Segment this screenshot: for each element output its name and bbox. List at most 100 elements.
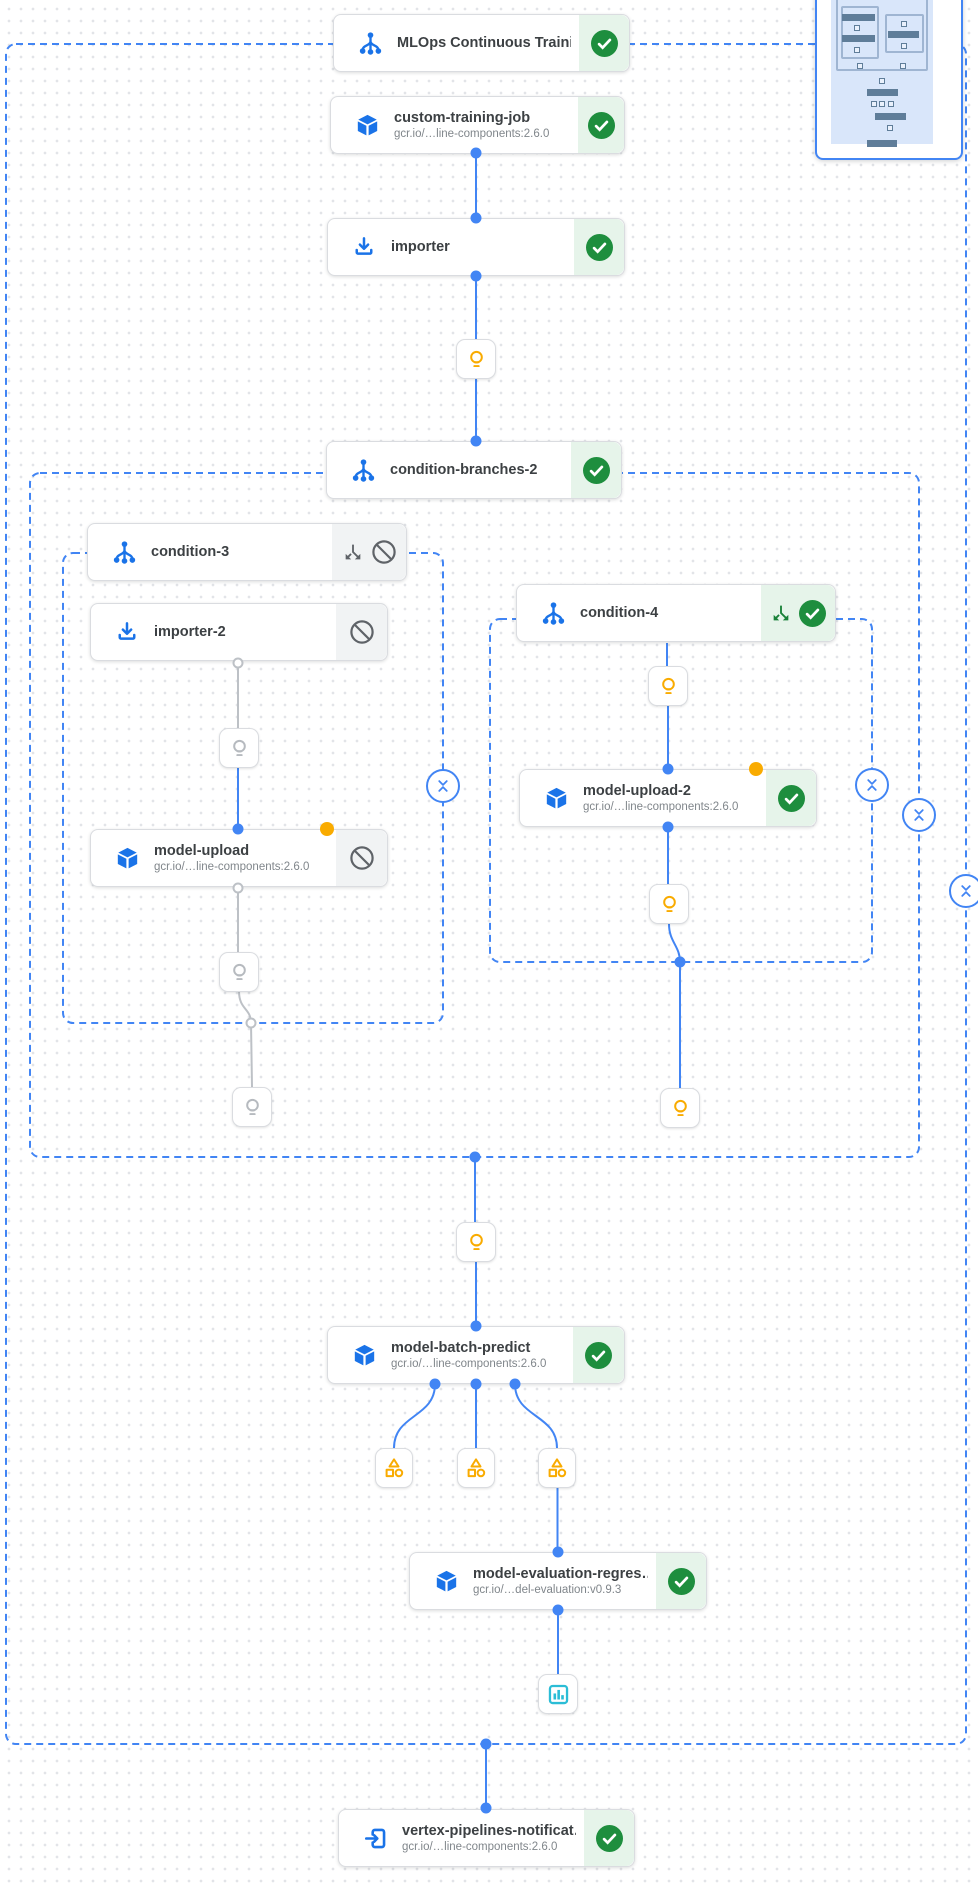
condition-branch-icon — [355, 30, 385, 57]
minimap-artifact — [879, 78, 885, 84]
edge-connector-dot — [662, 763, 674, 775]
minimap-node — [842, 14, 875, 21]
minimap-node — [842, 35, 875, 42]
edge-connector-dot — [480, 1802, 492, 1814]
edge-connector-dot — [552, 1546, 564, 1558]
edge-connector-dot — [552, 1604, 564, 1616]
category-icon — [385, 1458, 404, 1478]
minimap-group — [885, 14, 924, 53]
edge — [514, 1383, 558, 1449]
cube-icon — [431, 1568, 461, 1595]
status-section — [656, 1553, 706, 1609]
artifact-metrics-node[interactable] — [457, 1448, 495, 1488]
edge-connector-dot — [662, 821, 674, 833]
blocked-icon — [349, 620, 374, 644]
edge-connector-dot — [232, 823, 244, 835]
collapse-group-button[interactable] — [855, 768, 889, 802]
check-circle-icon — [777, 784, 805, 812]
node-image: gcr.io/…line-components:2.6.0 — [402, 1841, 558, 1853]
lightbulb-icon — [469, 350, 483, 367]
status-section — [573, 1327, 624, 1383]
check-circle-icon — [799, 599, 826, 627]
status-section — [571, 442, 621, 498]
node-image: gcr.io/…line-components:2.6.0 — [154, 861, 310, 873]
node-model-upload-2[interactable]: model-upload-2 gcr.io/…line-components:2… — [519, 769, 817, 827]
node-image: gcr.io/…del-evaluation:v0.9.3 — [473, 1584, 622, 1596]
node-model-upload[interactable]: model-upload gcr.io/…line-components:2.6… — [90, 829, 388, 887]
node-image: gcr.io/…line-components:2.6.0 — [391, 1358, 547, 1370]
node-model-batch-predict[interactable]: model-batch-predict gcr.io/…line-compone… — [327, 1326, 625, 1384]
condition-branch-icon — [109, 539, 139, 566]
edge-connector-dot — [470, 147, 482, 159]
node-mlops-root[interactable]: MLOps Continuous Traini… — [333, 14, 630, 72]
artifact-lightbulb-node[interactable] — [648, 666, 688, 706]
artifact-lightbulb-node[interactable] — [456, 339, 496, 379]
minimap-node — [867, 89, 898, 96]
status-section — [336, 604, 387, 660]
lightbulb-icon — [245, 1098, 259, 1115]
check-circle-icon — [585, 233, 613, 261]
artifact-metrics-node[interactable] — [538, 1448, 576, 1488]
node-custom-training-job[interactable]: custom-training-job gcr.io/…line-compone… — [330, 96, 625, 154]
node-importer[interactable]: importer — [327, 218, 625, 276]
status-section — [579, 15, 629, 71]
edge-connector-dot-skipped — [232, 882, 244, 894]
node-vertex-pipelines-notification[interactable]: vertex-pipelines-notificat… gcr.io/…line… — [338, 1809, 635, 1867]
minimap-node — [867, 140, 897, 147]
edge-connector-dot-skipped — [245, 1017, 257, 1029]
edge-connector-dot — [674, 956, 686, 968]
node-label: condition-4 — [580, 605, 659, 621]
branch-taken-icon — [773, 605, 789, 621]
condition-branch-icon — [538, 600, 568, 627]
node-label: importer-2 — [154, 624, 226, 640]
node-importer-2[interactable]: importer-2 — [90, 603, 388, 661]
collapse-group-button[interactable] — [949, 874, 978, 908]
minimap-viewport — [831, 0, 933, 144]
cube-icon — [541, 785, 571, 812]
minimap[interactable] — [815, 0, 963, 160]
artifact-evaluation-metrics-node[interactable] — [538, 1674, 578, 1714]
edge — [393, 1383, 436, 1449]
artifact-lightbulb-node[interactable] — [219, 952, 259, 992]
node-condition-4[interactable]: condition-4 — [516, 584, 836, 642]
minimap-artifact — [900, 63, 906, 69]
category-icon — [548, 1458, 567, 1478]
collapse-icon — [914, 809, 924, 821]
node-condition-branches-2[interactable]: condition-branches-2 — [326, 441, 622, 499]
minimap-artifact — [854, 47, 860, 53]
edge-connector-dot — [469, 1151, 481, 1163]
node-model-evaluation-regression[interactable]: model-evaluation-regres… gcr.io/…del-eva… — [409, 1552, 707, 1610]
artifact-lightbulb-node[interactable] — [232, 1087, 272, 1127]
cube-icon — [349, 1342, 379, 1369]
import-icon — [112, 619, 142, 645]
collapse-group-button[interactable] — [426, 769, 460, 803]
minimap-node — [875, 113, 906, 120]
check-circle-icon — [587, 111, 615, 139]
check-circle-icon — [667, 1567, 695, 1595]
artifact-metrics-node[interactable] — [375, 1448, 413, 1488]
node-condition-3[interactable]: condition-3 — [87, 523, 407, 581]
lightbulb-icon — [661, 677, 675, 694]
edge-connector-dot — [470, 270, 482, 282]
pipeline-boundary — [5, 43, 967, 1745]
edge-connector-dot — [470, 1378, 482, 1390]
lightbulb-icon — [232, 739, 246, 756]
edge-connector-dot — [429, 1378, 441, 1390]
collapse-icon — [438, 780, 448, 792]
artifact-lightbulb-node[interactable] — [219, 728, 259, 768]
cube-icon — [112, 845, 142, 872]
node-label: model-upload-2 — [583, 783, 691, 799]
output-marker-dot — [749, 762, 763, 776]
minimap-node — [888, 31, 919, 38]
node-image: gcr.io/…line-components:2.6.0 — [394, 128, 550, 140]
node-label: model-batch-predict — [391, 1340, 531, 1356]
artifact-lightbulb-node[interactable] — [660, 1088, 700, 1128]
collapse-group-button[interactable] — [902, 798, 936, 832]
check-circle-icon — [590, 29, 618, 57]
status-section — [761, 585, 835, 641]
artifact-lightbulb-node[interactable] — [649, 884, 689, 924]
artifact-lightbulb-node[interactable] — [456, 1222, 496, 1262]
minimap-artifact — [854, 25, 860, 31]
branch-skip-icon — [345, 544, 360, 560]
